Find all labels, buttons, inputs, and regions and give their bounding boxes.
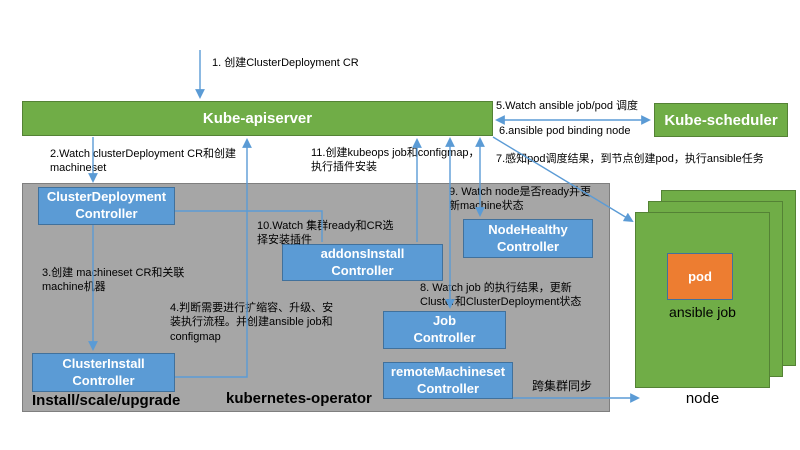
job-controller-box: Job Controller [383,311,506,349]
cluster-deployment-controller-label: ClusterDeployment Controller [46,189,167,221]
kube-scheduler-label: Kube-scheduler [664,111,778,129]
annotation-step6: 6.ansible pod binding node [499,125,631,137]
annotation-step2: 2.Watch clusterDeployment CR和创建 machines… [50,148,237,175]
remote-machineset-controller-label: remoteMachineset Controller [390,363,506,396]
addons-install-controller-box: addonsInstall Controller [282,244,443,281]
annotation-step3: 3.创建 machineset CR和关联 machine机器 [42,267,185,294]
cluster-deployment-controller-box: ClusterDeployment Controller [38,187,175,225]
annotation-step7: 7.感知pod调度结果，到节点创建pod，执行ansible任务 [496,153,764,165]
pod-label: pod [688,269,712,284]
ansible-job-label: ansible job [669,304,736,320]
remote-machineset-controller-box: remoteMachineset Controller [383,362,513,399]
cluster-install-controller-label: ClusterInstall Controller [62,355,145,388]
node-healthy-controller-box: NodeHealthy Controller [463,219,593,258]
annotation-cross-cluster: 跨集群同步 [532,379,593,393]
annotation-step11: 11.创建kubeops job和configmap， 执行插件安装 [311,147,480,174]
annotation-step5: 5.Watch ansible job/pod 调度 [496,100,639,112]
kubernetes-operator-label: kubernetes-operator [226,390,372,407]
annotation-step1: 1. 创建ClusterDeployment CR [212,57,359,69]
install-scale-upgrade-label: Install/scale/upgrade [32,392,181,409]
pod-box: pod [667,253,733,300]
node-label: node [685,390,720,407]
kube-apiserver-box: Kube-apiserver [22,101,493,136]
node-box-front [635,212,770,388]
node-healthy-controller-label: NodeHealthy Controller [488,221,568,254]
annotation-step4: 4.判断需要进行扩缩容、升级、安 装执行流程。并创建ansible job和 c… [170,302,334,343]
addons-install-controller-label: addonsInstall Controller [320,245,405,278]
annotation-step9: 9. Watch node是否ready并更 新machine状态 [449,186,592,213]
cluster-install-controller-box: ClusterInstall Controller [32,353,175,392]
job-controller-label: Job Controller [413,313,476,345]
annotation-step8: 8. Watch job 的执行结果，更新 Cluster和ClusterDep… [420,282,582,309]
kube-apiserver-label: Kube-apiserver [202,110,313,127]
annotation-step10: 10.Watch 集群ready和CR选 择安装插件 [257,220,394,247]
kube-scheduler-box: Kube-scheduler [654,103,788,137]
